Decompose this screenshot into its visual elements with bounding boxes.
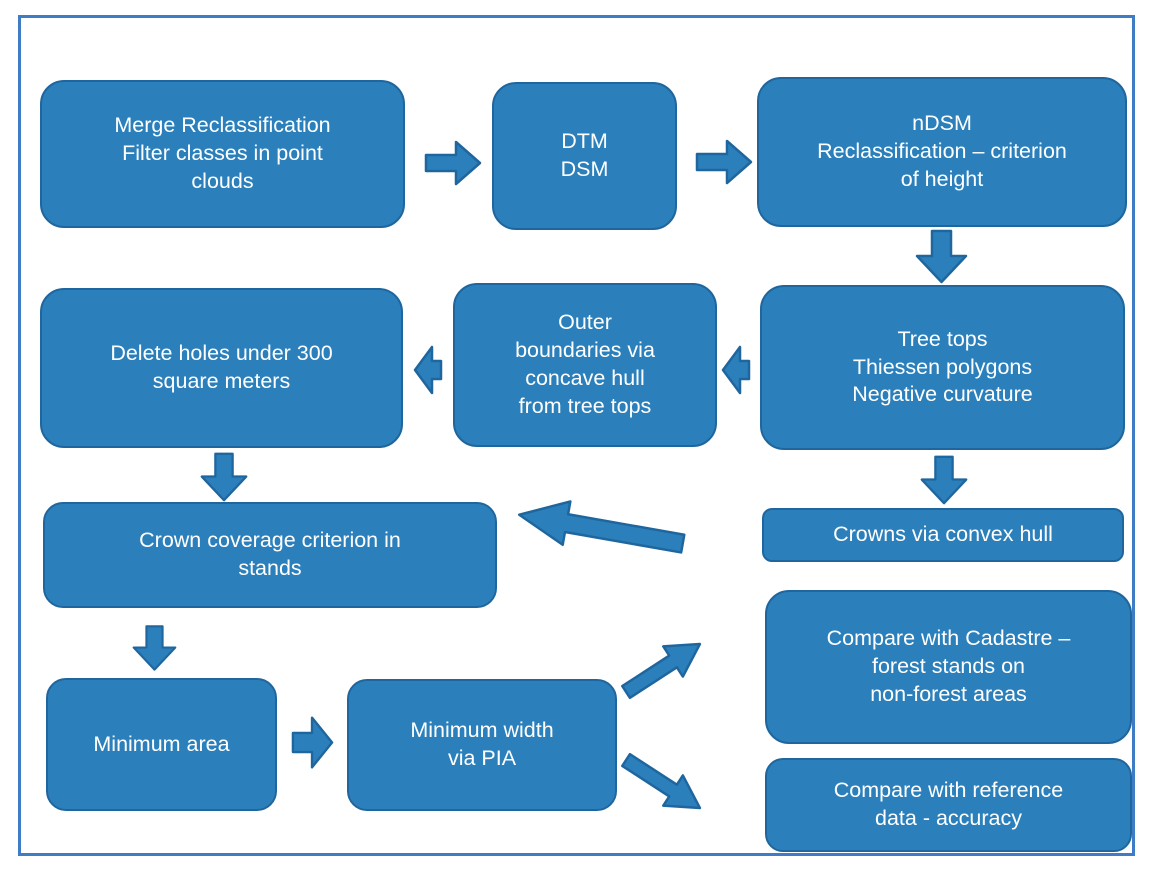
arrow-tree-tops-to-outer (721, 344, 751, 396)
node-crown-coverage-criterion: Crown coverage criterion in stands (43, 502, 497, 608)
arrow-crown-coverage-to-minimum-area (132, 620, 177, 676)
arrow-minimum-width-to-cadastre (614, 626, 713, 710)
node-dtm-dsm: DTM DSM (492, 82, 677, 230)
node-tree-tops: Tree tops Thiessen polygons Negative cur… (760, 285, 1125, 450)
node-label: Merge Reclassification Filter classes in… (114, 113, 331, 193)
left-arrow-icon (413, 345, 443, 395)
down-arrow-icon (200, 452, 248, 502)
node-label: Delete holes under 300 square meters (110, 341, 333, 393)
node-label: Minimum area (93, 731, 230, 756)
node-label: Outer boundaries via concave hull from t… (515, 310, 655, 418)
arrow-ndsm-to-tree-tops (915, 229, 968, 284)
node-crowns-convex-hull: Crowns via convex hull (762, 508, 1124, 562)
right-arrow-icon (291, 716, 334, 769)
arrow-minimum-width-to-reference (614, 742, 713, 826)
node-label: Crowns via convex hull (833, 522, 1053, 547)
node-delete-holes: Delete holes under 300 square meters (40, 288, 403, 448)
node-compare-reference: Compare with reference data - accuracy (765, 758, 1132, 852)
arrow-dtm-to-ndsm (693, 137, 755, 187)
arrow-tree-tops-to-crowns-hull (918, 455, 970, 505)
node-label: Compare with Cadastre – forest stands on… (826, 626, 1071, 706)
diagonal-up-right-arrow-icon (621, 642, 702, 700)
down-arrow-icon (915, 229, 968, 284)
node-outer-boundaries: Outer boundaries via concave hull from t… (453, 283, 717, 447)
right-arrow-icon (695, 139, 753, 185)
node-ndsm-reclassification: nDSM Reclassification – criterion of hei… (757, 77, 1127, 227)
left-arrow-icon (721, 345, 751, 395)
arrow-outer-to-delete-holes (413, 344, 443, 396)
node-merge-reclassification: Merge Reclassification Filter classes in… (40, 80, 405, 228)
arrow-crowns-hull-to-crown-coverage (511, 487, 690, 570)
arrow-merge-to-dtm (424, 138, 482, 188)
down-arrow-icon (132, 625, 177, 671)
node-minimum-width-pia: Minimum width via PIA (347, 679, 617, 811)
long-left-arrow-icon (517, 500, 686, 554)
node-label: nDSM Reclassification – criterion of hei… (817, 111, 1067, 191)
node-label: DTM DSM (560, 129, 609, 181)
arrow-delete-holes-to-crown-coverage (198, 452, 250, 502)
arrow-minimum-area-to-minimum-width (291, 712, 334, 773)
down-arrow-icon (920, 455, 968, 505)
node-minimum-area: Minimum area (46, 678, 277, 811)
node-compare-cadastre: Compare with Cadastre – forest stands on… (765, 590, 1132, 744)
node-label: Tree tops Thiessen polygons Negative cur… (852, 326, 1033, 407)
node-label: Compare with reference data - accuracy (833, 778, 1064, 830)
node-label: Minimum width via PIA (410, 718, 554, 770)
right-arrow-icon (424, 140, 482, 186)
node-label: Crown coverage criterion in stands (139, 528, 401, 580)
diagonal-down-right-arrow-icon (621, 752, 702, 810)
